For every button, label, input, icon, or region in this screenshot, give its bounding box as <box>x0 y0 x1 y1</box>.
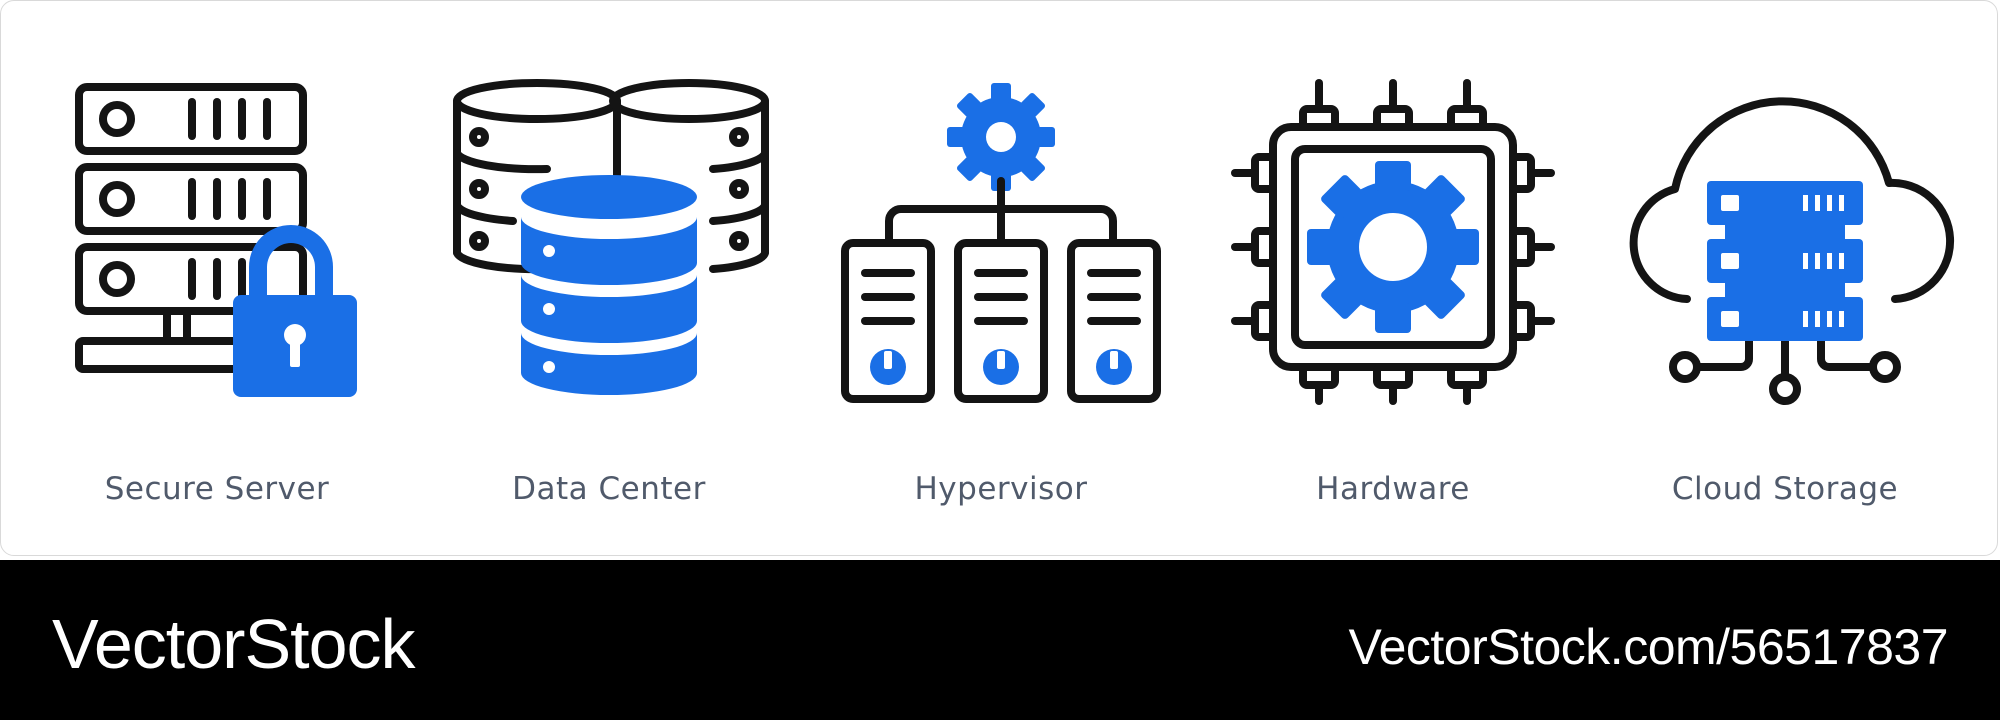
caption-hardware: Hardware <box>1316 471 1470 507</box>
image-url-text: VectorStock.com/56517837 <box>1348 619 1949 675</box>
hardware-icon <box>1231 79 1555 405</box>
tile-data-center: Data Center <box>413 1 805 557</box>
caption-data-center: Data Center <box>512 471 706 507</box>
brand-logo-text: VectorStock <box>52 605 416 683</box>
tile-hypervisor: Hypervisor <box>805 1 1197 557</box>
data-center-icon <box>453 79 769 395</box>
tile-secure-server: Secure Server <box>21 1 413 557</box>
watermark-footer: VectorStock VectorStock.com/56517837 <box>0 560 2000 720</box>
caption-hypervisor: Hypervisor <box>914 471 1088 507</box>
tile-cloud-storage: Cloud Storage <box>1589 1 1981 557</box>
hypervisor-icon <box>841 83 1161 403</box>
caption-secure-server: Secure Server <box>104 471 330 507</box>
secure-server-icon <box>75 83 357 397</box>
cloud-storage-icon <box>1629 97 1955 405</box>
icon-set-card: Secure Server <box>0 0 1998 556</box>
tile-hardware: Hardware <box>1197 1 1589 557</box>
caption-cloud-storage: Cloud Storage <box>1671 471 1899 507</box>
